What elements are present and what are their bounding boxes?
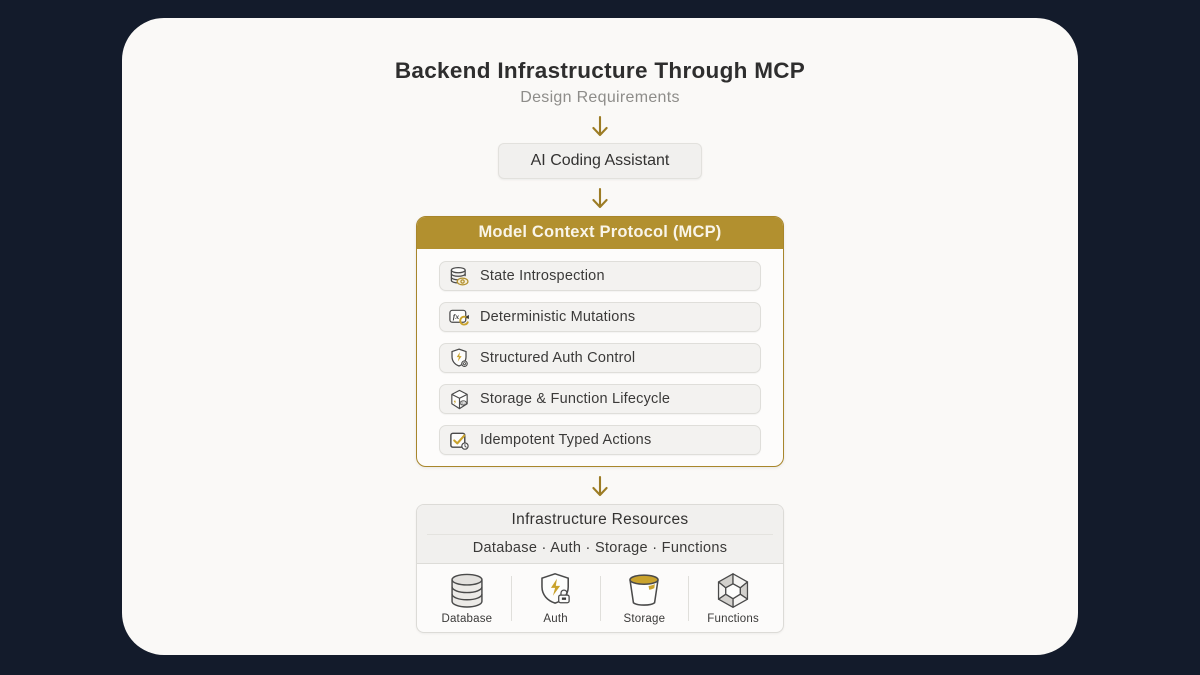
hexagon-nodes-icon	[712, 572, 754, 610]
mcp-item-label: State Introspection	[480, 268, 605, 284]
resource-label: Storage	[623, 613, 666, 625]
down-arrow-icon	[590, 115, 610, 138]
resource-storage: Storage	[601, 572, 689, 625]
svg-text:fx: fx	[453, 312, 460, 321]
ai-coding-assistant-box: AI Coding Assistant	[497, 143, 703, 179]
mcp-body: State Introspection fx Deterministic Mut…	[417, 249, 783, 466]
shield-bolt-gear-icon	[448, 347, 471, 370]
mcp-item-label: Storage & Function Lifecycle	[480, 391, 671, 407]
checkbox-clock-icon	[448, 429, 471, 452]
resources-icon-row: Database Auth	[417, 564, 783, 632]
mcp-item-state-introspection: State Introspection	[439, 261, 761, 291]
mcp-item-label: Deterministic Mutations	[480, 309, 636, 325]
divider	[427, 534, 773, 535]
mcp-item-storage-function-lifecycle: f(x) Storage & Function Lifecycle	[439, 384, 761, 414]
divider	[688, 576, 690, 621]
shield-lock-icon	[535, 572, 577, 610]
mcp-item-label: Structured Auth Control	[480, 350, 636, 366]
mcp-item-label: Idempotent Typed Actions	[480, 432, 652, 448]
diagram-card: Backend Infrastructure Through MCP Desig…	[122, 18, 1078, 655]
resource-label: Database	[441, 613, 493, 625]
database-icon	[446, 572, 488, 610]
infrastructure-resources-box: Infrastructure Resources Database · Auth…	[416, 504, 784, 633]
resources-title: Infrastructure Resources	[511, 511, 689, 528]
resource-database: Database	[423, 572, 511, 625]
svg-text:f(x): f(x)	[461, 401, 467, 405]
page-subtitle: Design Requirements	[520, 89, 680, 106]
function-refresh-icon: fx	[448, 306, 471, 329]
mcp-item-structured-auth-control: Structured Auth Control	[439, 343, 761, 373]
divider	[417, 563, 783, 564]
mcp-item-idempotent-typed-actions: Idempotent Typed Actions	[439, 425, 761, 455]
bucket-icon	[623, 572, 665, 610]
down-arrow-icon	[590, 475, 610, 498]
resource-label: Auth	[543, 613, 568, 625]
database-eye-icon	[448, 265, 471, 288]
resource-functions: Functions	[689, 572, 777, 625]
resources-header: Infrastructure Resources Database · Auth…	[417, 505, 783, 563]
mcp-box: Model Context Protocol (MCP) State Intro…	[416, 216, 784, 467]
resource-auth: Auth	[512, 572, 600, 625]
resources-summary: Database · Auth · Storage · Functions	[472, 540, 728, 556]
resource-label: Functions	[707, 613, 759, 625]
mcp-item-deterministic-mutations: fx Deterministic Mutations	[439, 302, 761, 332]
page-title: Backend Infrastructure Through MCP	[394, 58, 806, 83]
mcp-header: Model Context Protocol (MCP)	[417, 217, 783, 249]
divider	[599, 576, 601, 621]
divider	[510, 576, 512, 621]
cube-function-icon: f(x)	[448, 388, 471, 411]
down-arrow-icon	[590, 187, 610, 210]
